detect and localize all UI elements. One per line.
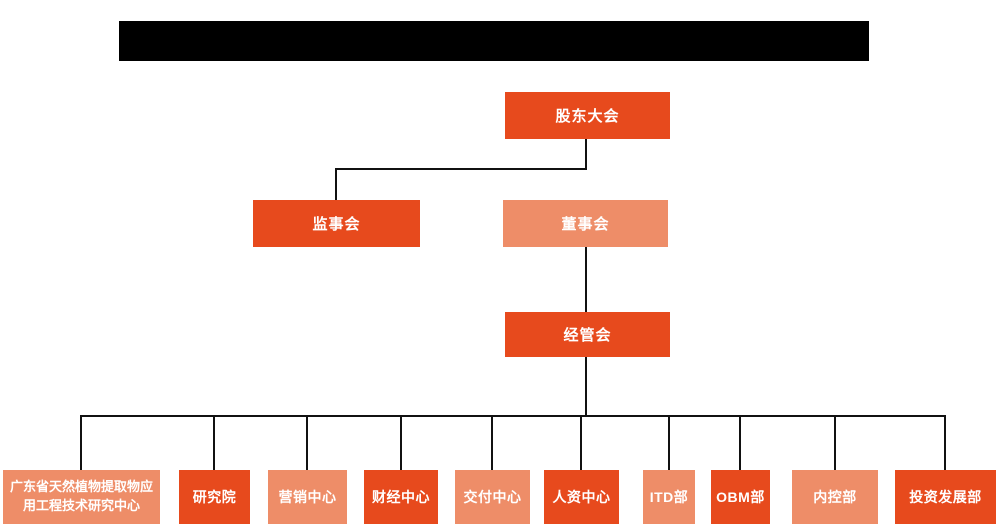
- dept-node-delivery-center: 交付中心: [455, 470, 530, 524]
- connector-line: [213, 415, 215, 470]
- connector-line: [491, 415, 493, 470]
- org-node-management-committee: 经管会: [505, 312, 670, 357]
- dept-node-internal-control-department: 内控部: [792, 470, 878, 524]
- connector-line: [80, 415, 82, 470]
- org-node-supervisory-board: 监事会: [253, 200, 420, 247]
- connector-line: [739, 415, 741, 470]
- connector-line: [335, 168, 587, 170]
- redacted-title-bar: [119, 21, 869, 61]
- dept-node-hr-center: 人资中心: [544, 470, 619, 524]
- connector-line: [580, 415, 582, 470]
- dept-node-guangdong-plant-extract-research-center: 广东省天然植物提取物应用工程技术研究中心: [3, 470, 160, 524]
- dept-node-research-institute: 研究院: [179, 470, 250, 524]
- connector-line: [585, 247, 587, 312]
- connector-line: [834, 415, 836, 470]
- dept-node-itd-department: ITD部: [643, 470, 695, 524]
- dept-node-marketing-center: 营销中心: [268, 470, 347, 524]
- org-node-shareholders-meeting: 股东大会: [505, 92, 670, 139]
- connector-line: [335, 168, 337, 200]
- connector-line: [400, 415, 402, 470]
- connector-line: [306, 415, 308, 470]
- connector-line: [668, 415, 670, 470]
- dept-node-finance-center: 财经中心: [364, 470, 438, 524]
- connector-line: [585, 139, 587, 170]
- org-node-board-of-directors: 董事会: [503, 200, 668, 247]
- connector-line: [80, 415, 946, 417]
- connector-line: [585, 357, 587, 417]
- dept-node-investment-development-department: 投资发展部: [895, 470, 996, 524]
- connector-line: [944, 415, 946, 470]
- dept-node-obm-department: OBM部: [711, 470, 770, 524]
